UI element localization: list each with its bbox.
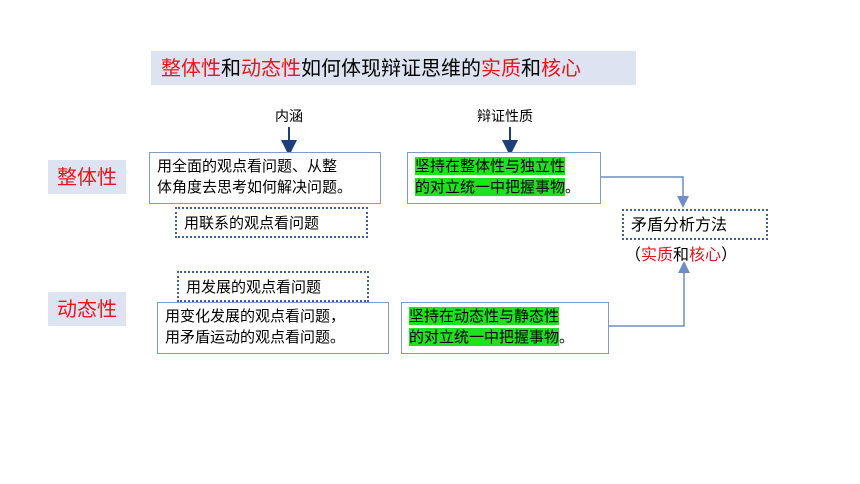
column-label-dialectical-nature: 辩证性质 xyxy=(477,109,533,125)
wholeness-nature-end: 。 xyxy=(565,178,581,196)
conclusion-close-paren: ） xyxy=(721,245,738,264)
conclusion-open-paren: （ xyxy=(625,245,642,264)
conclusion-main: 矛盾分析方法 xyxy=(631,215,728,234)
connector-bottom-to-conclusion xyxy=(609,261,690,327)
wholeness-connotation-line1: 用全面的观点看问题、从整 xyxy=(157,157,338,175)
conclusion-essence: 实质 xyxy=(641,245,674,264)
conclusion-and: 和 xyxy=(673,245,690,264)
dynamics-connotation-line1: 用变化发展的观点看问题， xyxy=(165,307,346,325)
title-wholeness: 整体性 xyxy=(161,56,221,80)
conclusion-core: 核心 xyxy=(689,245,722,264)
conclusion-box: 矛盾分析方法 xyxy=(622,209,768,240)
dynamics-connotation-box: 用变化发展的观点看问题， 用矛盾运动的观点看问题。 xyxy=(157,302,389,354)
wholeness-sub-note: 用联系的观点看问题 xyxy=(184,214,320,232)
dynamics-nature-line2: 的对立统一中把握事物 xyxy=(409,328,560,346)
title-essence: 实质 xyxy=(481,56,521,80)
dynamics-sub-note: 用发展的观点看问题 xyxy=(186,278,322,296)
title-and-2: 和 xyxy=(521,56,541,80)
title-middle: 如何体现辩证思维的 xyxy=(301,56,481,80)
row-label-wholeness: 整体性 xyxy=(48,160,126,194)
dynamics-nature-end: 。 xyxy=(559,328,575,346)
dynamics-nature-box: 坚持在动态性与静态性 的对立统一中把握事物。 xyxy=(401,302,609,354)
dynamics-nature-line1: 坚持在动态性与静态性 xyxy=(409,307,560,325)
dynamics-sub-note-box: 用发展的观点看问题 xyxy=(177,271,369,302)
wholeness-nature-box: 坚持在整体性与独立性 的对立统一中把握事物。 xyxy=(407,152,601,204)
conclusion-subtitle: （实质和核心） xyxy=(625,241,737,265)
row-label-dynamics: 动态性 xyxy=(48,292,126,326)
wholeness-nature-line2: 的对立统一中把握事物 xyxy=(415,178,566,196)
title-core: 核心 xyxy=(541,56,581,80)
wholeness-connotation-box: 用全面的观点看问题、从整 体角度去思考如何解决问题。 xyxy=(149,152,381,204)
column-label-connotation: 内涵 xyxy=(275,109,303,125)
wholeness-connotation-line2: 体角度去思考如何解决问题。 xyxy=(157,178,353,196)
page-title: 整体性和动态性如何体现辩证思维的实质和核心 xyxy=(151,51,636,85)
connector-top-to-conclusion xyxy=(601,176,689,208)
title-dynamics: 动态性 xyxy=(241,56,301,80)
dynamics-connotation-line2: 用矛盾运动的观点看问题。 xyxy=(165,328,346,346)
wholeness-nature-line1: 坚持在整体性与独立性 xyxy=(415,157,566,175)
title-and-1: 和 xyxy=(221,56,241,80)
wholeness-sub-note-box: 用联系的观点看问题 xyxy=(175,207,368,238)
